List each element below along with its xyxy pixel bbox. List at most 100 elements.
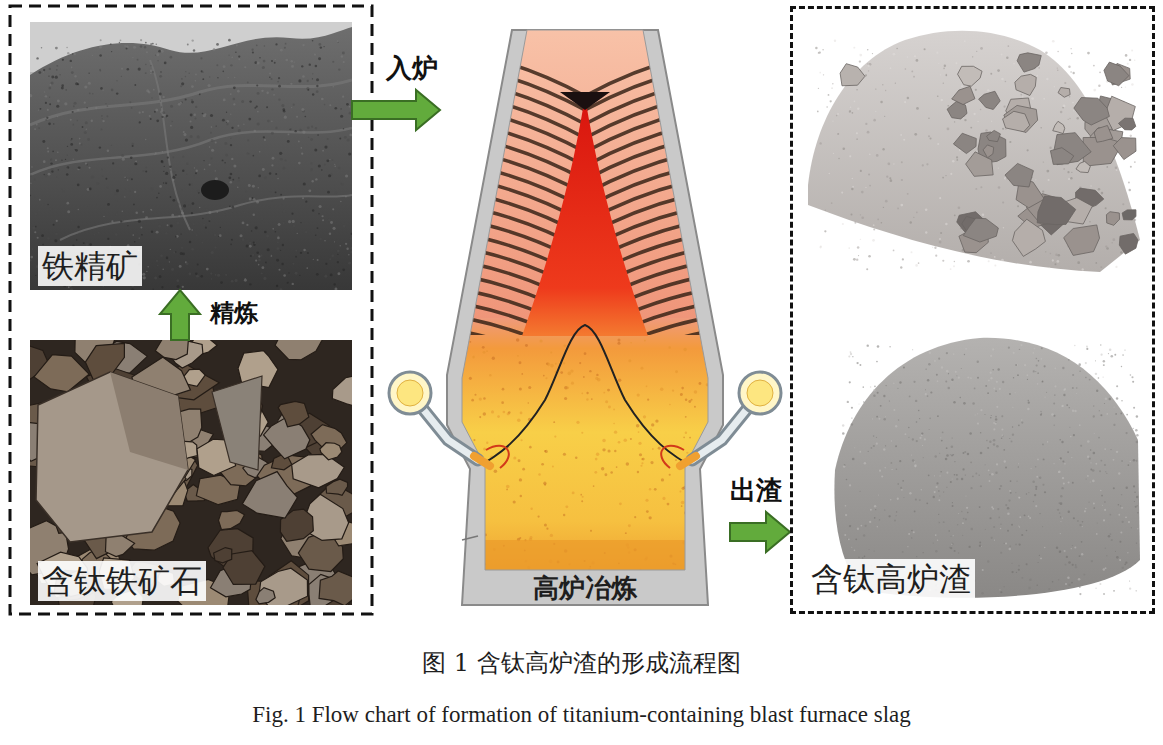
texture-dot [1017, 205, 1019, 207]
texture-dot [692, 520, 695, 523]
texture-dot [154, 111, 156, 113]
texture-dot [55, 76, 58, 79]
slag-texture [815, 39, 1136, 270]
texture-dot [128, 177, 130, 179]
texture-dot [1063, 389, 1065, 391]
texture-dot [991, 473, 994, 476]
texture-dot [280, 194, 282, 196]
texture-dot [323, 46, 324, 47]
texture-dot [89, 167, 91, 169]
texture-dot [320, 46, 322, 48]
texture-dot [134, 84, 136, 86]
texture-dot [324, 104, 326, 106]
texture-dot [47, 237, 49, 239]
texture-dot [819, 51, 820, 52]
texture-dot [998, 186, 1001, 189]
texture-dot [34, 197, 35, 198]
texture-dot [167, 156, 169, 158]
texture-dot [1105, 207, 1107, 209]
slag-lump [1050, 148, 1073, 165]
texture-dot [581, 432, 583, 434]
texture-dot [477, 563, 480, 566]
texture-dot [153, 289, 154, 290]
texture-dot [865, 187, 866, 188]
texture-dot [78, 209, 79, 210]
texture-dot [256, 44, 258, 46]
texture-dot [893, 163, 894, 164]
texture-dot [672, 390, 674, 392]
texture-dot [1092, 480, 1095, 483]
texture-dot [129, 190, 131, 192]
texture-dot [220, 281, 223, 284]
texture-dot [115, 233, 118, 236]
texture-dot [107, 149, 109, 151]
texture-dot [637, 393, 640, 396]
texture-dot [1125, 54, 1128, 57]
texture-dot [230, 93, 232, 95]
texture-dot [929, 137, 931, 139]
texture-dot [308, 189, 311, 192]
texture-dot [309, 63, 311, 65]
texture-dot [1057, 67, 1058, 68]
texture-dot [34, 179, 36, 181]
texture-dot [47, 109, 49, 111]
texture-dot [235, 279, 238, 282]
texture-dot [140, 227, 142, 229]
texture-dot [867, 131, 870, 134]
texture-dot [160, 100, 162, 102]
texture-dot [77, 109, 79, 111]
texture-dot [973, 113, 975, 115]
texture-dot [271, 200, 273, 202]
texture-dot [39, 199, 41, 201]
texture-dot [982, 213, 985, 216]
texture-dot [303, 249, 306, 252]
texture-dot [256, 84, 258, 86]
texture-dot [1031, 97, 1034, 100]
texture-dot [918, 262, 920, 264]
texture-dot [97, 204, 98, 205]
texture-dot [229, 205, 231, 207]
texture-dot [316, 85, 318, 87]
texture-dot [172, 199, 175, 202]
texture-dot [1010, 492, 1012, 494]
texture-dot [626, 462, 629, 465]
texture-dot [1046, 170, 1049, 173]
texture-dot [132, 234, 134, 236]
texture-dot [215, 177, 218, 180]
texture-dot [87, 204, 89, 206]
texture-dot [849, 484, 851, 486]
texture-dot [985, 129, 988, 132]
texture-dot [318, 164, 321, 167]
texture-dot [350, 237, 352, 239]
texture-dot [87, 164, 88, 165]
texture-dot [150, 69, 153, 72]
texture-dot [1021, 534, 1023, 536]
texture-dot [644, 340, 646, 342]
texture-dot [1057, 51, 1059, 53]
texture-dot [190, 135, 193, 138]
texture-dot [294, 61, 295, 62]
texture-dot [883, 207, 884, 208]
texture-dot [332, 208, 334, 210]
texture-dot [56, 105, 59, 108]
texture-dot [237, 186, 239, 188]
texture-dot [1001, 53, 1003, 55]
texture-dot [1134, 60, 1136, 62]
texture-dot [922, 164, 924, 166]
texture-dot [181, 247, 183, 249]
texture-dot [901, 161, 903, 163]
texture-dot [186, 174, 187, 175]
texture-dot [1002, 435, 1003, 436]
texture-dot [140, 39, 142, 41]
texture-dot [639, 453, 642, 456]
texture-dot [89, 93, 91, 95]
texture-dot [1049, 147, 1052, 150]
texture-dot [483, 397, 485, 399]
texture-dot [320, 238, 322, 240]
texture-dot [868, 255, 871, 258]
texture-dot [327, 191, 330, 194]
texture-dot [541, 463, 544, 466]
texture-dot [924, 48, 926, 50]
burden-layer-line [585, 48, 730, 96]
